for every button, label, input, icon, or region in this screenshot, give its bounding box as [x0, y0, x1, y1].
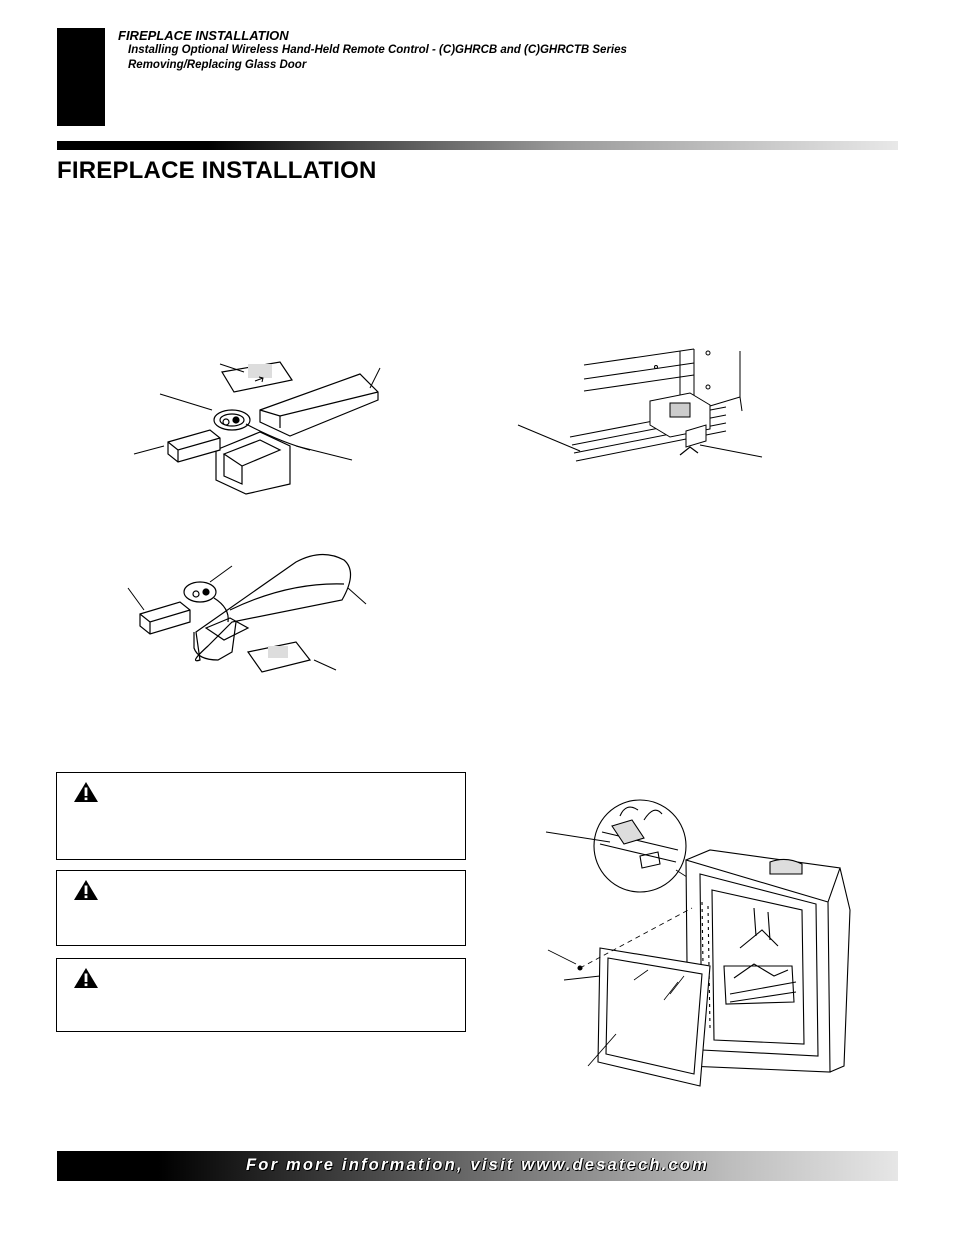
warning-box-2 [56, 870, 466, 946]
warning-box-1 [56, 772, 466, 860]
contoured-remote-battery-figure [127, 553, 367, 673]
warning-triangle-icon [74, 782, 98, 802]
footer-bar: For more information, visit www.desatech… [57, 1151, 898, 1181]
warning-triangle-icon [74, 968, 98, 988]
warning-triangle-icon [74, 880, 98, 900]
header-subtopic-remote: Installing Optional Wireless Hand-Held R… [128, 44, 627, 56]
door-latch-detail-figure [517, 348, 763, 462]
header-gradient-rule [57, 141, 898, 150]
glass-door-removal-figure [545, 799, 851, 1087]
page-title: FIREPLACE INSTALLATION [57, 157, 377, 184]
running-header: FIREPLACE INSTALLATION Installing Option… [118, 28, 627, 73]
header-subtopic-glass-door: Removing/Replacing Glass Door [128, 59, 307, 71]
section-tab-marker [57, 28, 105, 126]
rectangular-remote-battery-figure [133, 361, 381, 495]
warning-box-3 [56, 958, 466, 1032]
footer-website-link-text: For more information, visit www.desatech… [246, 1156, 709, 1174]
header-section-title: FIREPLACE INSTALLATION [118, 28, 289, 43]
